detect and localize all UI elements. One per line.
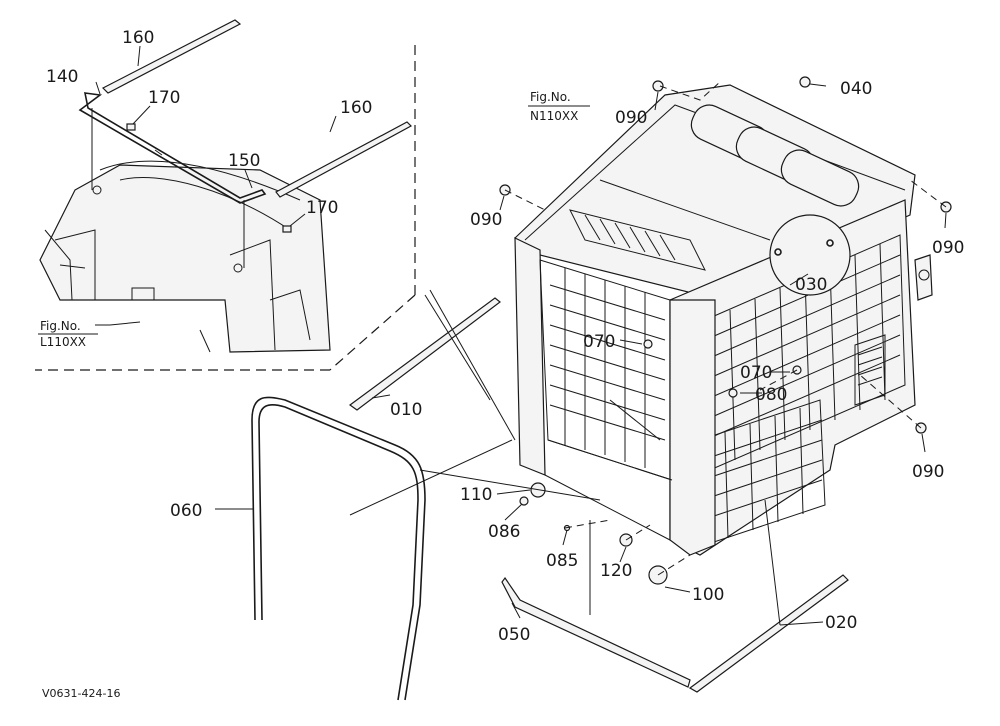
- label-160-top: 160: [122, 28, 154, 48]
- seal-strip-010: [348, 297, 501, 411]
- nut-086: [519, 496, 529, 506]
- label-090-top: 090: [615, 108, 647, 128]
- label-086: 086: [488, 522, 520, 542]
- inset-fig-prefix: Fig.No.: [40, 319, 81, 333]
- label-120: 120: [600, 561, 632, 581]
- detail-circle-030: [769, 214, 851, 296]
- pad-170-top: [126, 123, 136, 131]
- main-fig-prefix: Fig.No.: [530, 90, 571, 104]
- inset-rear-panel: [39, 160, 331, 353]
- cab-left-mesh-frame: [539, 259, 673, 481]
- cab-floor: [544, 399, 673, 541]
- side-bracket: [914, 254, 933, 301]
- label-040: 040: [840, 79, 872, 99]
- label-060: 060: [170, 501, 202, 521]
- label-080: 080: [755, 385, 787, 405]
- trim-strip-160-top: [101, 19, 242, 94]
- label-110: 110: [460, 485, 492, 505]
- drawing-code: V0631-424-16: [42, 687, 120, 700]
- seal-frame-140: [78, 92, 267, 268]
- label-050: 050: [498, 625, 530, 645]
- label-090-lower: 090: [912, 462, 944, 482]
- inset-fig-code: L110XX: [40, 335, 86, 349]
- seal-strip-020: [688, 574, 849, 693]
- seal-strip-050: [501, 576, 691, 688]
- cab-assembly: [514, 84, 933, 556]
- label-020: 020: [825, 613, 857, 633]
- cab-left-mesh: [549, 268, 666, 468]
- inset-detail: 160 140 170 160 150 170 Fig.No. L110XX: [35, 19, 416, 371]
- label-010: 010: [390, 400, 422, 420]
- label-070-right: 070: [740, 363, 772, 383]
- label-160-right: 160: [340, 98, 372, 118]
- bolt-090-top: [652, 80, 664, 92]
- label-170-right: 170: [306, 198, 338, 218]
- side-vent: [854, 334, 886, 406]
- screw-080: [728, 388, 738, 398]
- roof-window-3: [780, 149, 860, 207]
- label-140: 140: [46, 67, 78, 87]
- roof-vent: [569, 209, 706, 271]
- label-085: 085: [546, 551, 578, 571]
- main-fig-code: N110XX: [530, 109, 578, 123]
- label-100: 100: [692, 585, 724, 605]
- label-070-left: 070: [583, 332, 615, 352]
- screw-070-left: [643, 339, 653, 349]
- part-labels: 040 090 090 090 030 070 070 080 010 090 …: [170, 79, 964, 645]
- label-030: 030: [795, 275, 827, 295]
- grommet-040: [799, 76, 811, 88]
- label-150: 150: [228, 151, 260, 171]
- pad-170-right: [282, 225, 292, 233]
- label-170-top: 170: [148, 88, 180, 108]
- cab-front-post: [669, 299, 716, 556]
- door-seal-060: [251, 396, 426, 701]
- label-090-right: 090: [932, 238, 964, 258]
- leader-lines: [215, 81, 947, 626]
- trim-strip-160-right: [275, 121, 412, 198]
- label-090-left: 090: [470, 210, 502, 230]
